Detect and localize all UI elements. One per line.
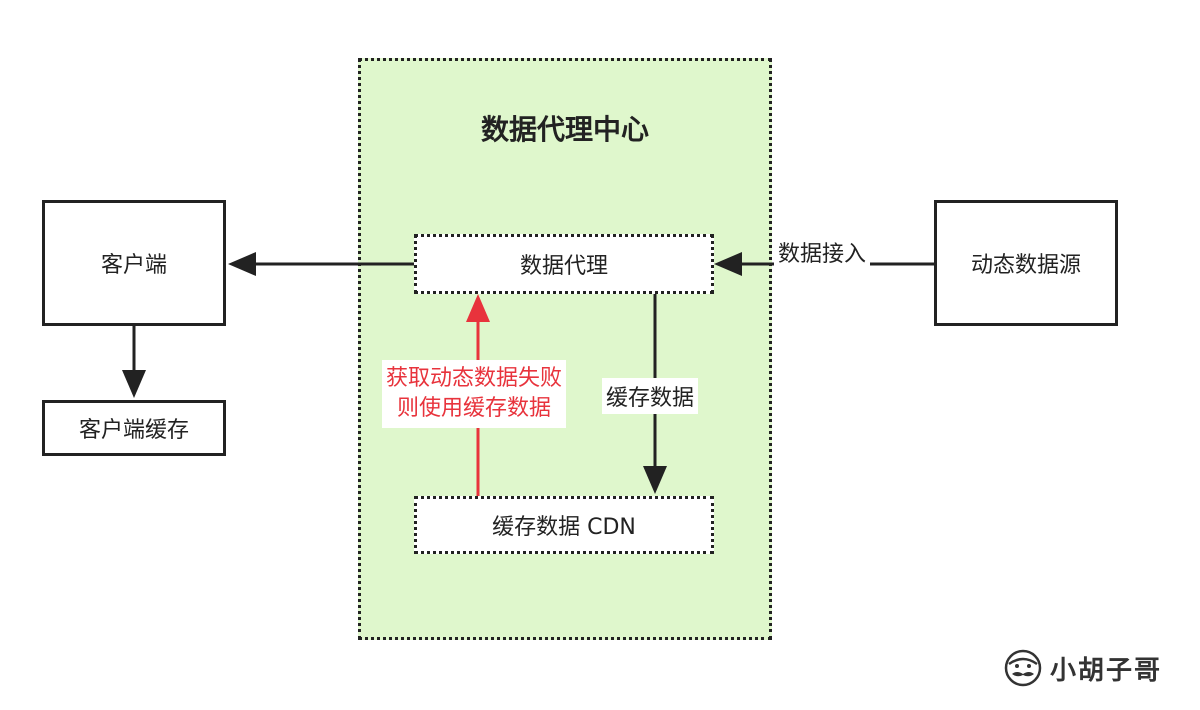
arrowhead-fallback-in xyxy=(466,294,490,322)
fallback-label-line1: 获取动态数据失败 xyxy=(386,366,563,391)
cache-cdn-label: 缓存数据 CDN xyxy=(492,515,636,540)
client-node: 客户端 xyxy=(42,200,226,326)
data-proxy-label: 数据代理 xyxy=(519,254,608,279)
watermark: 小胡子哥 xyxy=(1000,648,1162,688)
center-title: 数据代理中心 xyxy=(480,113,649,146)
client-cache-node: 客户端缓存 xyxy=(42,400,226,456)
dynamic-source-label: 动态数据源 xyxy=(970,253,1081,278)
client-cache-label: 客户端缓存 xyxy=(78,418,189,443)
cache-cdn-node: 缓存数据 CDN xyxy=(414,496,714,554)
watermark-text: 小胡子哥 xyxy=(1050,655,1163,686)
dynamic-source-node: 动态数据源 xyxy=(934,200,1118,326)
arrowhead-client-cache-in xyxy=(122,370,146,398)
mustache-face-icon xyxy=(1004,649,1042,687)
arrowhead-proxy-in xyxy=(714,252,742,276)
fallback-label: 获取动态数据失败 则使用缓存数据 xyxy=(382,360,567,428)
data-proxy-node: 数据代理 xyxy=(414,234,714,294)
fallback-label-line2: 则使用缓存数据 xyxy=(397,396,552,421)
data-ingest-label: 数据接入 xyxy=(774,234,871,270)
arrowhead-client-in xyxy=(228,252,256,276)
client-label: 客户端 xyxy=(100,253,167,278)
arrowhead-cdn-in xyxy=(643,466,667,494)
cache-data-label: 缓存数据 xyxy=(602,378,699,414)
